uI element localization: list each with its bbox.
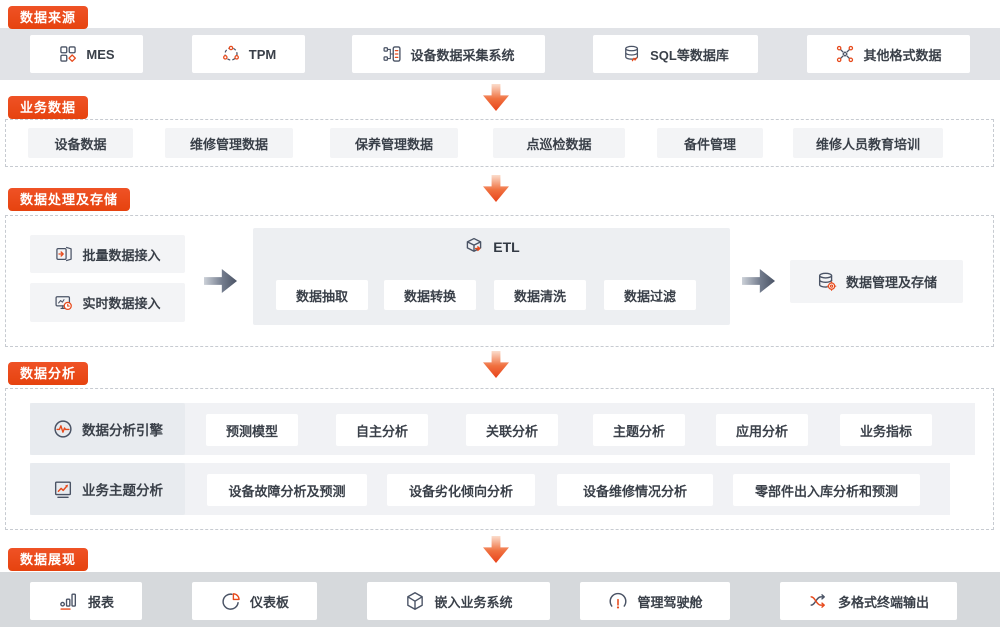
gauge-icon xyxy=(607,590,629,612)
card-label: 数据分析引擎 xyxy=(82,423,163,438)
card-label: 仪表板 xyxy=(249,594,289,610)
card-device-data-collection: 设备数据采集系统 xyxy=(352,35,545,73)
card-etl-clean: 数据清洗 xyxy=(494,280,586,310)
hex-cube-icon xyxy=(404,590,426,612)
card-label: 主题分析 xyxy=(612,423,665,439)
card-other-format-data: 其他格式数据 xyxy=(807,35,970,73)
card-prediction-model: 预测模型 xyxy=(206,414,298,446)
card-realtime-data-ingest: 实时数据接入 xyxy=(30,283,185,322)
card-data-mgmt-storage: 数据管理及存储 xyxy=(790,260,963,303)
card-label: 应用分析 xyxy=(735,423,788,439)
flow-arrow-down-icon xyxy=(483,351,509,378)
card-reports: 报表 xyxy=(30,582,142,620)
shuffle-icon xyxy=(808,590,830,612)
card-inspection-data: 点巡检数据 xyxy=(493,128,625,158)
card-tpm: TPM xyxy=(192,35,305,73)
card-analysis-engine: 数据分析引擎 xyxy=(30,403,185,455)
card-self-analysis: 自主分析 xyxy=(336,414,428,446)
card-label: MES xyxy=(86,46,115,62)
card-label: 备件管理 xyxy=(683,136,736,152)
card-label: 业务指标 xyxy=(859,423,912,439)
card-training-data: 维修人员教育培训 xyxy=(793,128,943,158)
card-embed-business-system: 嵌入业务系统 xyxy=(367,582,550,620)
etl-title: ETL xyxy=(493,239,520,255)
card-repair-mgmt-data: 维修管理数据 xyxy=(165,128,293,158)
card-label: 设备故障分析及预测 xyxy=(228,483,346,499)
trend-chart-icon xyxy=(52,478,74,500)
card-label: 管理驾驶舱 xyxy=(637,594,703,610)
card-maintenance-status-analysis: 设备维修情况分析 xyxy=(557,474,713,506)
card-label: 报表 xyxy=(87,594,114,610)
card-parts-inventory-analysis: 零部件出入库分析和预测 xyxy=(733,474,920,506)
card-label: 零部件出入库分析和预测 xyxy=(754,483,898,499)
card-etl-filter: 数据过滤 xyxy=(604,280,696,310)
section-badge-processing: 数据处理及存储 xyxy=(8,188,131,211)
card-management-cockpit: 管理驾驶舱 xyxy=(580,582,730,620)
card-failure-analysis-prediction: 设备故障分析及预测 xyxy=(207,474,367,506)
card-sql-databases: SQL等数据库 xyxy=(593,35,758,73)
card-label: 维修管理数据 xyxy=(189,136,268,152)
card-label: TPM xyxy=(248,46,277,62)
card-label: 数据清洗 xyxy=(513,288,566,304)
sql-database-icon xyxy=(622,44,642,64)
card-label: 设备劣化倾向分析 xyxy=(408,483,513,499)
etl-container: ETL 数据抽取 数据转换 数据清洗 数据过滤 xyxy=(253,228,730,325)
batch-import-icon xyxy=(54,244,74,264)
bar-chart-icon xyxy=(58,590,80,612)
section-badge-business-data: 业务数据 xyxy=(8,96,89,119)
card-topic-analysis: 主题分析 xyxy=(593,414,685,446)
card-upkeep-mgmt-data: 保养管理数据 xyxy=(330,128,458,158)
card-etl-extract: 数据抽取 xyxy=(276,280,368,310)
card-label: 预测模型 xyxy=(225,423,278,439)
card-spare-parts-mgmt: 备件管理 xyxy=(657,128,763,158)
card-correlation-analysis: 关联分析 xyxy=(466,414,558,446)
card-label: 嵌入业务系统 xyxy=(434,594,513,610)
pie-chart-icon xyxy=(220,590,242,612)
flow-arrow-down-icon xyxy=(483,536,509,563)
cube-arrow-icon xyxy=(463,236,485,258)
collector-icon xyxy=(382,44,402,64)
flow-arrow-down-icon xyxy=(483,84,509,111)
card-label: 设备数据采集系统 xyxy=(410,47,515,63)
card-application-analysis: 应用分析 xyxy=(716,414,808,446)
grid-icon xyxy=(58,44,78,64)
card-label: 设备数据 xyxy=(54,136,107,152)
card-label: 其他格式数据 xyxy=(863,47,942,63)
pulse-circle-icon xyxy=(52,418,74,440)
database-gear-icon xyxy=(816,271,838,293)
card-label: 数据过滤 xyxy=(623,288,676,304)
card-label: 实时数据接入 xyxy=(82,296,161,311)
card-label: 自主分析 xyxy=(355,423,408,439)
card-label: 点巡检数据 xyxy=(526,136,592,152)
card-label: 数据管理及存储 xyxy=(845,275,937,290)
flow-arrow-down-icon xyxy=(483,175,509,202)
card-mes: MES xyxy=(30,35,143,73)
etl-header: ETL xyxy=(253,236,730,258)
network-icon xyxy=(835,44,855,64)
card-label: 保养管理数据 xyxy=(354,136,433,152)
card-label: 设备维修情况分析 xyxy=(582,483,687,499)
card-label: 批量数据接入 xyxy=(82,247,161,263)
card-label: SQL等数据库 xyxy=(650,47,729,63)
section-badge-data-sources: 数据来源 xyxy=(8,6,89,29)
card-business-indicators: 业务指标 xyxy=(840,414,932,446)
card-batch-data-ingest: 批量数据接入 xyxy=(30,235,185,273)
sync-icon xyxy=(221,44,241,64)
card-label: 维修人员教育培训 xyxy=(815,136,920,152)
card-multiformat-terminal-output: 多格式终端输出 xyxy=(780,582,957,620)
card-deterioration-trend-analysis: 设备劣化倾向分析 xyxy=(387,474,535,506)
card-equipment-data: 设备数据 xyxy=(28,128,133,158)
card-label: 业务主题分析 xyxy=(82,483,163,498)
card-label: 数据抽取 xyxy=(295,288,348,304)
card-business-topic-analysis: 业务主题分析 xyxy=(30,463,185,515)
card-label: 多格式终端输出 xyxy=(837,594,929,610)
card-dashboard: 仪表板 xyxy=(192,582,317,620)
section-badge-analysis: 数据分析 xyxy=(8,362,89,385)
realtime-monitor-icon xyxy=(54,293,74,313)
card-label: 数据转换 xyxy=(403,288,456,304)
card-etl-transform: 数据转换 xyxy=(384,280,476,310)
section-badge-presentation: 数据展现 xyxy=(8,548,89,571)
card-label: 关联分析 xyxy=(485,423,538,439)
